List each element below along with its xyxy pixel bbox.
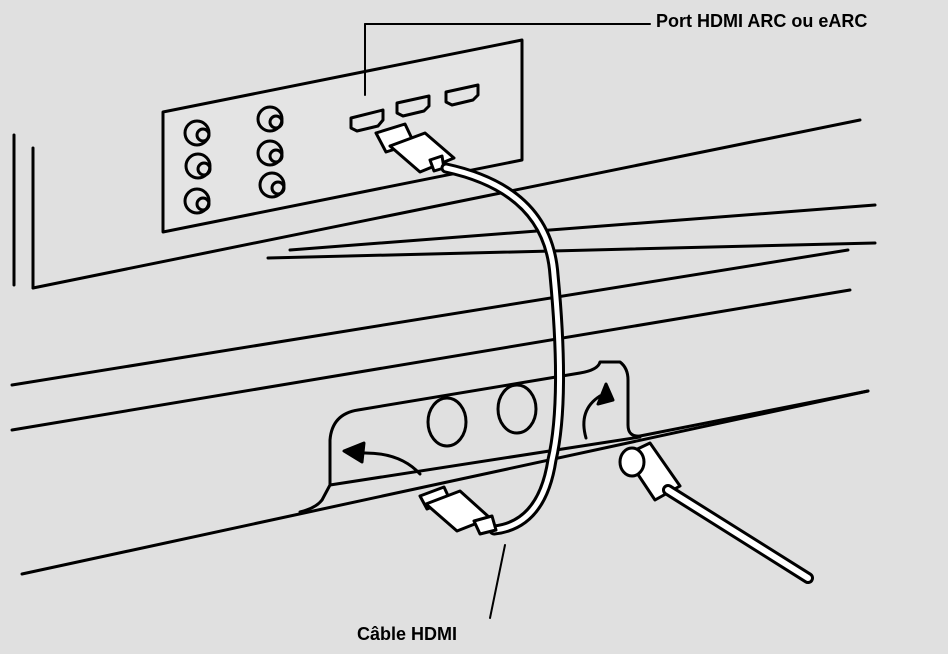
tv-back bbox=[12, 118, 877, 290]
connector-panel bbox=[161, 38, 524, 234]
soundbar-ports bbox=[426, 383, 538, 448]
cable-label: Câble HDMI bbox=[357, 624, 458, 644]
rca-jack-icon bbox=[183, 105, 286, 215]
leader-lines bbox=[364, 23, 651, 619]
hdmi-port-icon bbox=[349, 83, 480, 133]
curved-arrow-icon bbox=[342, 382, 615, 476]
hdmi-plug-bottom bbox=[418, 485, 498, 536]
soundbar-body bbox=[10, 248, 870, 576]
hdmi-cable bbox=[440, 162, 566, 536]
power-plug-icon bbox=[618, 441, 814, 584]
hdmi-plug-top bbox=[374, 122, 456, 174]
port-label: Port HDMI ARC ou eARC bbox=[656, 11, 868, 31]
